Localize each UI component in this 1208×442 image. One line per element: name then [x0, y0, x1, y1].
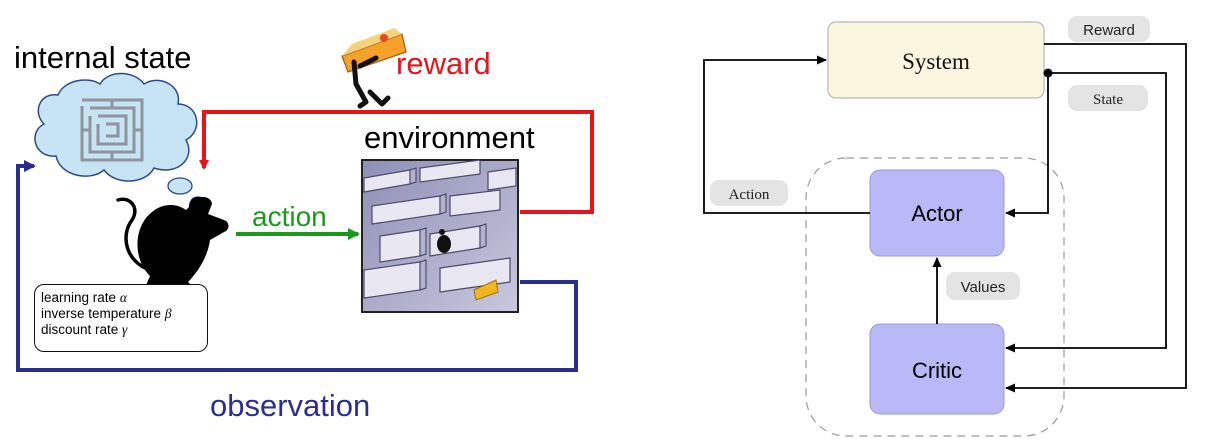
parameter-symbol: γ: [122, 322, 128, 337]
parameter-text: learning rate: [41, 290, 120, 305]
parameter-symbol: α: [119, 290, 127, 305]
parameter-inverse-temperature: inverse temperature β: [41, 306, 207, 322]
state-to-critic-connector: [1005, 72, 1167, 353]
actor-label: Actor: [911, 201, 962, 226]
reward-arrow: [199, 110, 594, 214]
parameter-text: inverse temperature: [41, 306, 165, 321]
parameter-discount-rate: discount rate γ: [41, 322, 207, 338]
environment-label: environment: [364, 120, 535, 155]
left-rl-diagram: internal state reward environment: [14, 28, 594, 423]
values-tag: Values: [946, 272, 1020, 300]
critic-label: Critic: [912, 358, 962, 383]
system-box: System: [827, 21, 1045, 99]
reward-tag-label: Reward: [1083, 22, 1135, 39]
running-pie-icon: [341, 28, 407, 109]
critic-box: Critic: [869, 323, 1005, 415]
maze-environment-image: [361, 159, 519, 313]
state-tag-label: State: [1093, 92, 1123, 108]
mouse-silhouette-icon: [116, 197, 229, 290]
action-tag: Action: [710, 180, 788, 206]
action-tag-label: Action: [729, 187, 770, 203]
internal-state-label: internal state: [14, 40, 192, 75]
reward-label: reward: [396, 46, 491, 81]
right-actor-critic-diagram: System Actor Critic Reward State: [703, 16, 1187, 437]
parameter-learning-rate: learning rate α: [41, 290, 207, 306]
observation-label: observation: [210, 388, 370, 423]
actor-box: Actor: [869, 169, 1005, 257]
state-to-actor-connector: [1005, 72, 1049, 218]
agent-parameters-box: learning rate α inverse temperature β di…: [34, 284, 208, 352]
parameter-symbol: β: [164, 306, 172, 321]
maze-glyph-icon: [80, 98, 144, 162]
values-tag-label: Values: [961, 279, 1006, 296]
parameter-text: discount rate: [41, 322, 123, 337]
observation-arrow: [16, 160, 578, 372]
thought-cloud-icon: [34, 72, 206, 208]
agent-boundary: [805, 157, 1065, 437]
action-connector: [703, 55, 870, 214]
reward-tag: Reward: [1068, 16, 1150, 42]
action-label: action: [252, 201, 327, 232]
state-tag: State: [1068, 85, 1148, 111]
system-label: System: [902, 49, 970, 74]
reward-to-critic-connector: [1005, 43, 1187, 393]
